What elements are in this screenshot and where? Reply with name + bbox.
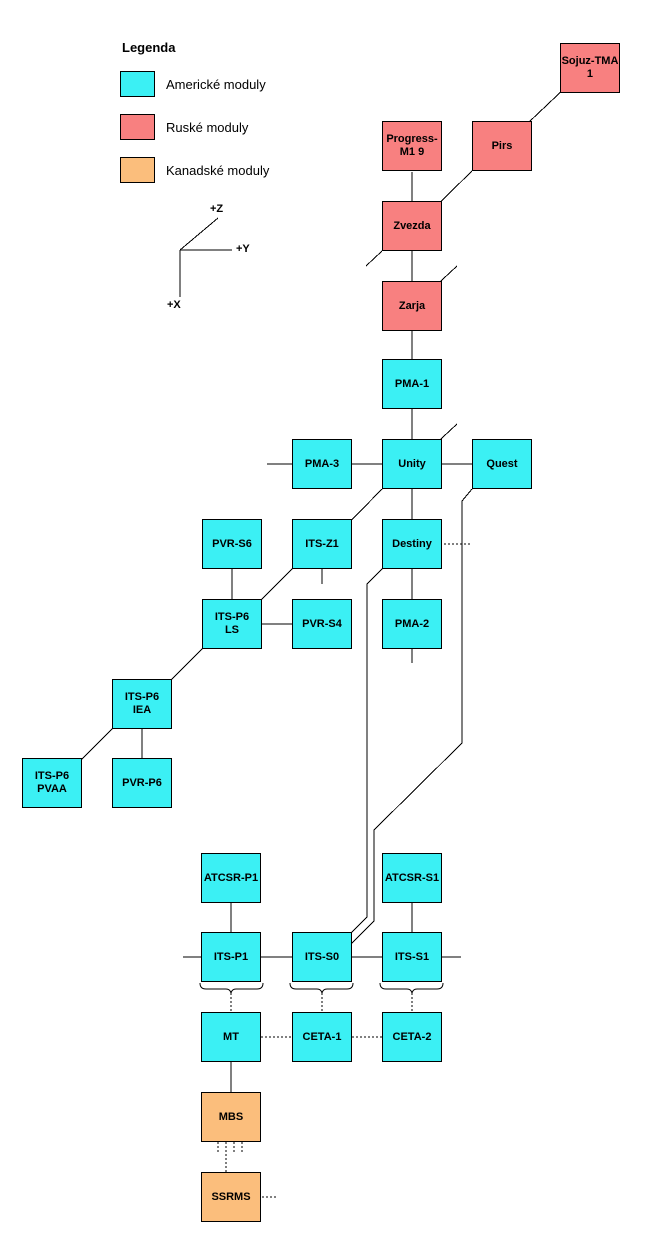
legend-swatch-russian: [120, 114, 155, 140]
module-label: Zvezda: [393, 219, 431, 232]
legend-swatch-canadian: [120, 157, 155, 183]
module-box-pma1: PMA-1: [382, 359, 442, 409]
module-label: CETA-1: [302, 1030, 342, 1043]
module-box-its-p6-ls: ITS-P6 LS: [202, 599, 262, 649]
module-box-mt: MT: [201, 1012, 261, 1062]
connector-pirs-sojuz: [528, 86, 567, 123]
underbrace-itss0: [289, 982, 354, 994]
module-box-pvr-s4: PVR-S4: [292, 599, 352, 649]
module-box-zvezda: Zvezda: [382, 201, 442, 251]
module-label: CETA-2: [392, 1030, 432, 1043]
module-box-destiny: Destiny: [382, 519, 442, 569]
axis-y-label: +Y: [236, 243, 250, 255]
module-label: Destiny: [392, 537, 432, 550]
module-box-atcsr-p1: ATCSR-P1: [201, 853, 261, 903]
module-label: MT: [223, 1030, 239, 1043]
module-label: PVR-S4: [302, 617, 342, 630]
module-box-pvr-p6: PVR-P6: [112, 758, 172, 808]
module-box-pma3: PMA-3: [292, 439, 352, 489]
connector-zvezda-stub: [365, 250, 383, 267]
axis-x-label: +X: [167, 299, 181, 311]
module-box-ceta1: CETA-1: [292, 1012, 352, 1062]
module-box-atcsr-s1: ATCSR-S1: [382, 853, 442, 903]
module-label: PMA-2: [394, 617, 430, 630]
module-box-ceta2: CETA-2: [382, 1012, 442, 1062]
module-label: SSRMS: [211, 1190, 251, 1203]
module-box-its-p6-iea: ITS-P6 IEA: [112, 679, 172, 729]
connector-quest-itss0: [348, 488, 473, 947]
module-label: Quest: [486, 457, 518, 470]
module-label: Zarja: [398, 299, 426, 312]
module-label: MBS: [218, 1110, 244, 1123]
module-label: PVR-S6: [212, 537, 252, 550]
axis-z-label: +Z: [210, 203, 224, 215]
module-box-pma2: PMA-2: [382, 599, 442, 649]
module-label: PVR-P6: [122, 776, 162, 789]
module-box-quest: Quest: [472, 439, 532, 489]
module-label: Unity: [398, 457, 426, 470]
module-box-unity: Unity: [382, 439, 442, 489]
underbrace-itss1: [379, 982, 444, 994]
module-box-sojuz-tma1: Sojuz-TMA 1: [560, 43, 620, 93]
connector-destiny-itss0: [342, 568, 383, 942]
module-label: ITS-P6 PVAA: [34, 770, 70, 795]
module-label: Pirs: [491, 139, 513, 152]
axis-z-line: [179, 217, 219, 251]
legend-swatch-american: [120, 71, 155, 97]
module-box-its-z1: ITS-Z1: [292, 519, 352, 569]
module-box-its-p6-pvaa: ITS-P6 PVAA: [22, 758, 82, 808]
module-box-pvr-s6: PVR-S6: [202, 519, 262, 569]
module-label: PMA-3: [304, 457, 340, 470]
module-box-its-s0: ITS-S0: [292, 932, 352, 982]
module-label: Progress- M1 9: [386, 133, 438, 158]
module-label: ITS-S1: [394, 950, 430, 963]
module-box-ssrms: SSRMS: [201, 1172, 261, 1222]
module-label: Sojuz-TMA 1: [561, 55, 619, 80]
module-label: ITS-S0: [304, 950, 340, 963]
underbrace-itsp1: [199, 982, 264, 994]
module-label: ATCSR-S1: [384, 871, 440, 884]
legend-label-canadian: Kanadské moduly: [166, 163, 270, 178]
legend-label-american: Americké moduly: [166, 77, 266, 92]
module-label: ITS-Z1: [305, 537, 339, 550]
module-label: ATCSR-P1: [203, 871, 259, 884]
module-box-mbs: MBS: [201, 1092, 261, 1142]
module-label: ITS-P1: [213, 950, 249, 963]
module-box-its-p1: ITS-P1: [201, 932, 261, 982]
module-box-its-s1: ITS-S1: [382, 932, 442, 982]
module-box-progress-m19: Progress- M1 9: [382, 121, 442, 171]
legend-label-russian: Ruské moduly: [166, 120, 249, 135]
legend-title: Legenda: [122, 40, 176, 55]
module-label: PMA-1: [394, 377, 430, 390]
module-label: ITS-P6 IEA: [124, 691, 160, 716]
module-box-pirs: Pirs: [472, 121, 532, 171]
module-label: ITS-P6 LS: [214, 611, 250, 636]
module-box-zarja: Zarja: [382, 281, 442, 331]
